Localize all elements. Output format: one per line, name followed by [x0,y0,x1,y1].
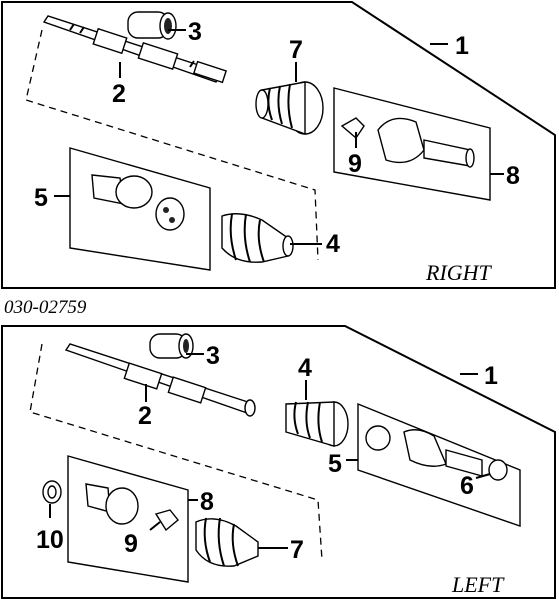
right-callout-5: 5 [34,184,48,212]
right-panel: 1 2 3 4 5 7 8 9 RIGHT [1,1,556,289]
right-side-label: RIGHT [425,260,493,285]
left-seal-ring-6 [488,459,508,481]
right-boot-clamp [127,11,177,40]
left-callout-7: 7 [290,536,304,564]
left-callout-4: 4 [298,354,312,382]
right-callout-2: 2 [112,80,126,108]
right-callout-1: 1 [455,32,469,60]
left-tripod-joint [154,509,179,532]
left-callout-2: 2 [138,402,152,430]
left-boot-clamp [149,333,194,359]
right-callout-9: 9 [348,150,362,178]
left-callout-3: 3 [206,342,220,370]
left-callout-8: 8 [200,488,214,516]
right-callout-3: 3 [188,18,202,46]
left-callout-10: 10 [36,526,64,554]
left-callout-9: 9 [124,530,138,558]
right-panel-frame [1,1,556,289]
left-inner-joint-box [67,455,189,583]
left-callout-6: 6 [460,472,474,500]
right-leader-lines [54,29,504,245]
right-joint-box [333,87,491,201]
part-number: 030-02759 [4,297,87,318]
right-tripod-joint [340,117,365,140]
left-assembly-dashed-outline [29,343,323,561]
right-outer-boot [255,81,324,136]
left-seal-10 [42,480,62,504]
right-inner-joint-box [69,147,211,271]
left-shaft [64,343,256,417]
left-joint-box [357,402,521,527]
right-callout-7: 7 [289,36,303,64]
left-callout-5: 5 [328,450,342,478]
left-outer-boot [285,401,349,447]
left-leader-lines [49,353,491,549]
left-panel-frame [1,325,556,599]
right-shaft [42,15,228,84]
left-panel: 1 2 3 4 5 6 7 8 9 10 LEFT [1,325,556,599]
left-side-label: LEFT [451,572,505,597]
right-inner-boot [221,213,294,263]
right-callout-8: 8 [506,162,520,190]
right-assembly-dashed-outline [25,29,319,261]
right-callout-4: 4 [326,230,340,258]
left-callout-1: 1 [484,362,498,390]
left-inner-boot [195,517,259,567]
